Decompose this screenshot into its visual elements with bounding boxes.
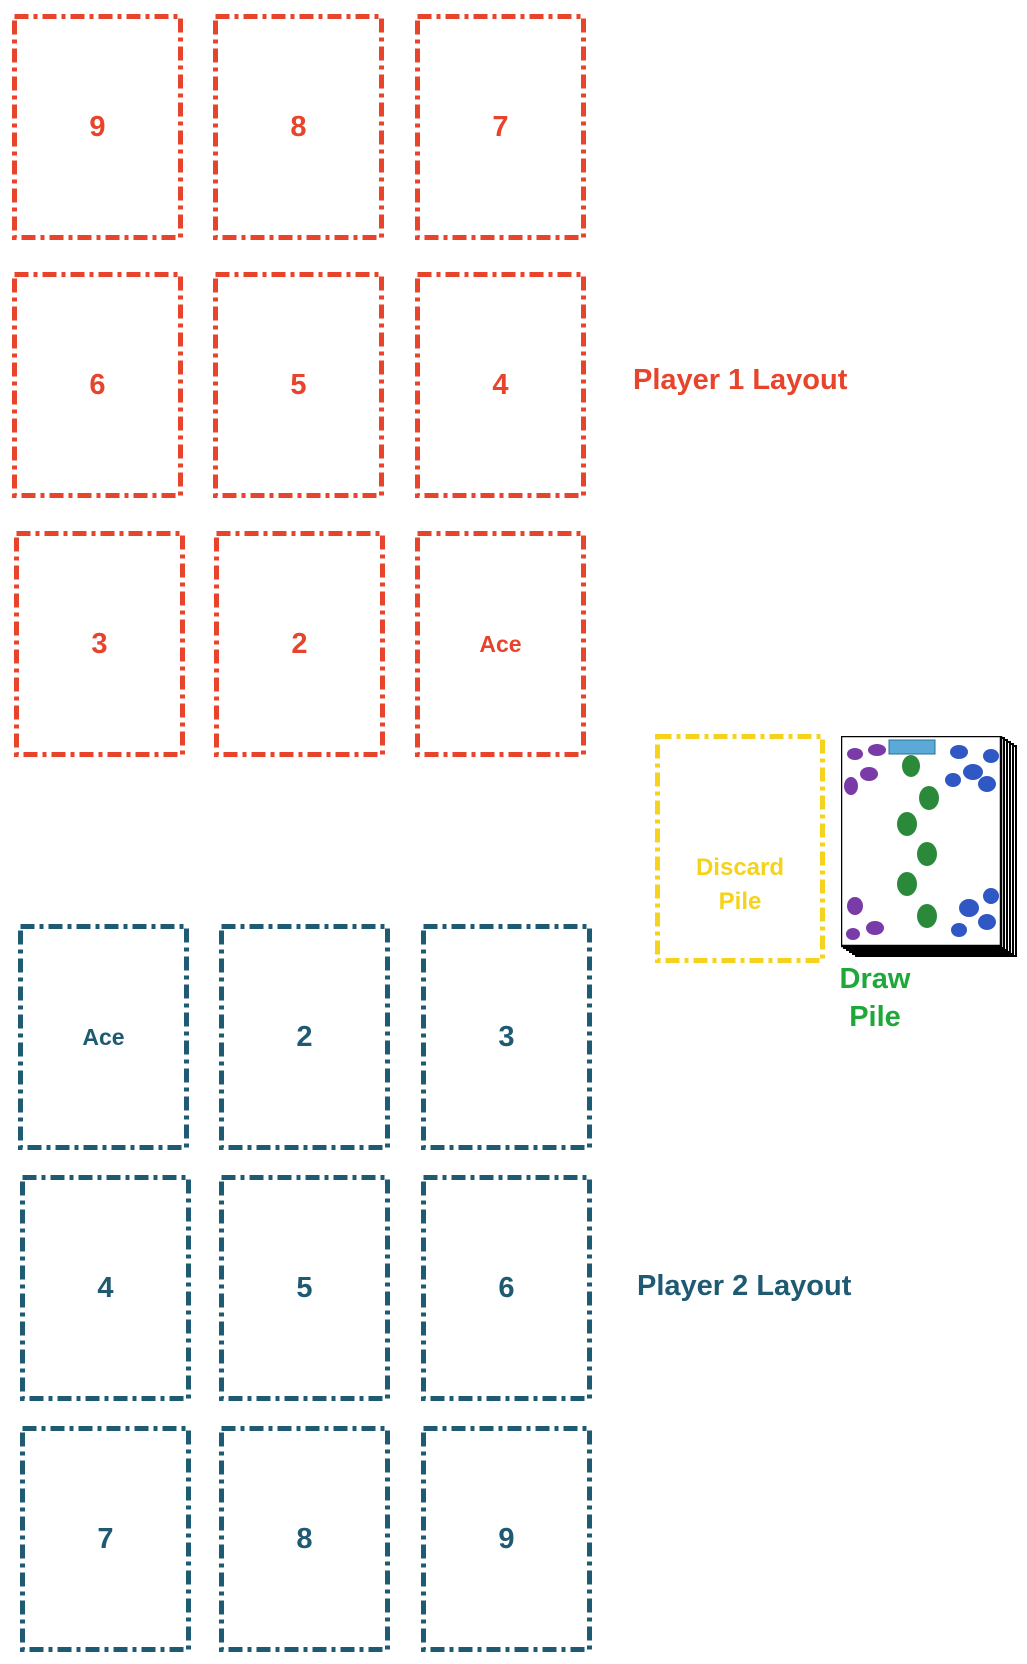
slot-border xyxy=(415,272,586,498)
slot-border xyxy=(219,1426,390,1652)
p1-slot-ace: Ace xyxy=(415,531,586,757)
slot-border xyxy=(421,924,592,1150)
slot-border xyxy=(415,531,586,757)
slot-border xyxy=(214,531,385,757)
p2-slot-5: 5 xyxy=(219,1175,390,1401)
p1-slot-4: 4 xyxy=(415,272,586,498)
card-stack-icon xyxy=(841,736,1018,958)
player1-layout-label: Player 1 Layout xyxy=(633,364,847,397)
discard-pile: Discard Pile xyxy=(655,734,825,963)
slot-border xyxy=(213,272,384,498)
slot-border xyxy=(655,734,825,963)
slot-border xyxy=(12,272,183,498)
slot-border xyxy=(219,924,390,1150)
p1-slot-8: 8 xyxy=(213,14,384,240)
p2-slot-8: 8 xyxy=(219,1426,390,1652)
p2-slot-4: 4 xyxy=(20,1175,191,1401)
draw-pile xyxy=(841,736,1018,958)
p2-slot-7: 7 xyxy=(20,1426,191,1652)
slot-border xyxy=(219,1175,390,1401)
slot-border xyxy=(213,14,384,240)
p2-slot-6: 6 xyxy=(421,1175,592,1401)
slot-border xyxy=(18,924,189,1150)
p1-slot-2: 2 xyxy=(214,531,385,757)
draw-pile-label: Draw Pile xyxy=(815,960,935,1036)
p2-slot-2: 2 xyxy=(219,924,390,1150)
p1-slot-9: 9 xyxy=(12,14,183,240)
card-back xyxy=(841,736,1001,946)
slot-border xyxy=(20,1175,191,1401)
slot-border xyxy=(421,1175,592,1401)
slot-border xyxy=(415,14,586,240)
slot-border xyxy=(12,14,183,240)
p2-slot-9: 9 xyxy=(421,1426,592,1652)
slot-border xyxy=(14,531,185,757)
p1-slot-6: 6 xyxy=(12,272,183,498)
p1-slot-7: 7 xyxy=(415,14,586,240)
slot-border xyxy=(421,1426,592,1652)
p1-slot-3: 3 xyxy=(14,531,185,757)
slot-border xyxy=(20,1426,191,1652)
p2-slot-ace: Ace xyxy=(18,924,189,1150)
p1-slot-5: 5 xyxy=(213,272,384,498)
p2-slot-3: 3 xyxy=(421,924,592,1150)
player2-layout-label: Player 2 Layout xyxy=(637,1270,851,1303)
